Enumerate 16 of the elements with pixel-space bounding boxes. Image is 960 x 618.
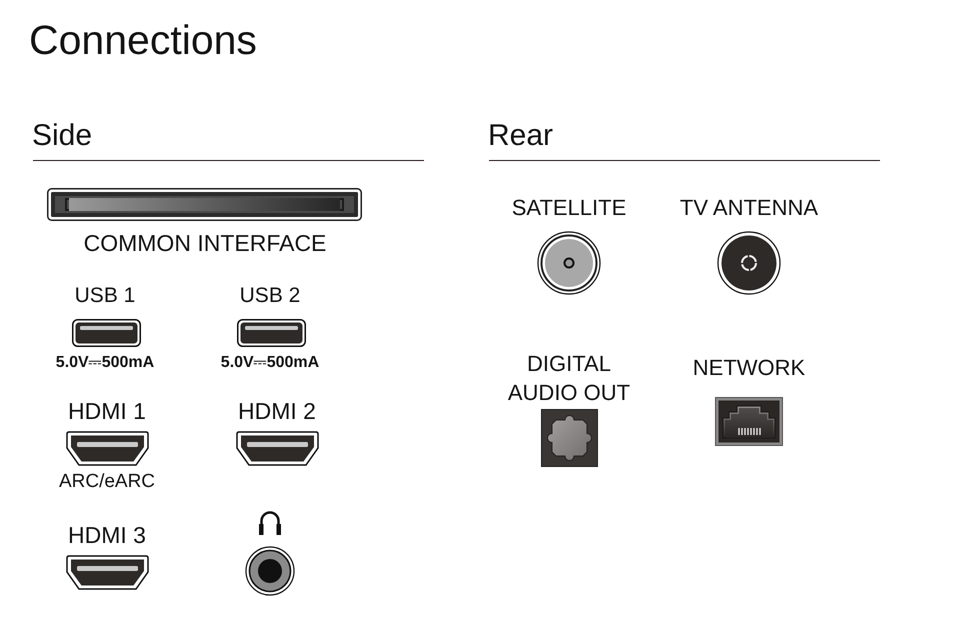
port-label: COMMON INTERFACE — [82, 230, 328, 258]
port-label: ARC/eARC — [58, 471, 156, 494]
power-rating: 5.0V⎓500mA — [54, 353, 156, 372]
port-label: HDMI 1 — [67, 398, 147, 426]
port-label: USB 1 — [74, 283, 136, 308]
section-heading: Side — [32, 118, 92, 154]
section-heading: Rear — [488, 118, 554, 154]
port-label: DIGITAL AUDIO OUT — [506, 350, 632, 407]
power-rating: 5.0V⎓500mA — [220, 353, 320, 372]
port-label: HDMI 3 — [67, 522, 147, 550]
port-label: TV ANTENNA — [678, 195, 820, 222]
port-label: NETWORK — [692, 355, 806, 382]
title: Connections — [29, 16, 257, 65]
port-label: SATELLITE — [510, 195, 628, 222]
port-label: USB 2 — [238, 283, 302, 308]
port-label: HDMI 2 — [237, 398, 317, 426]
